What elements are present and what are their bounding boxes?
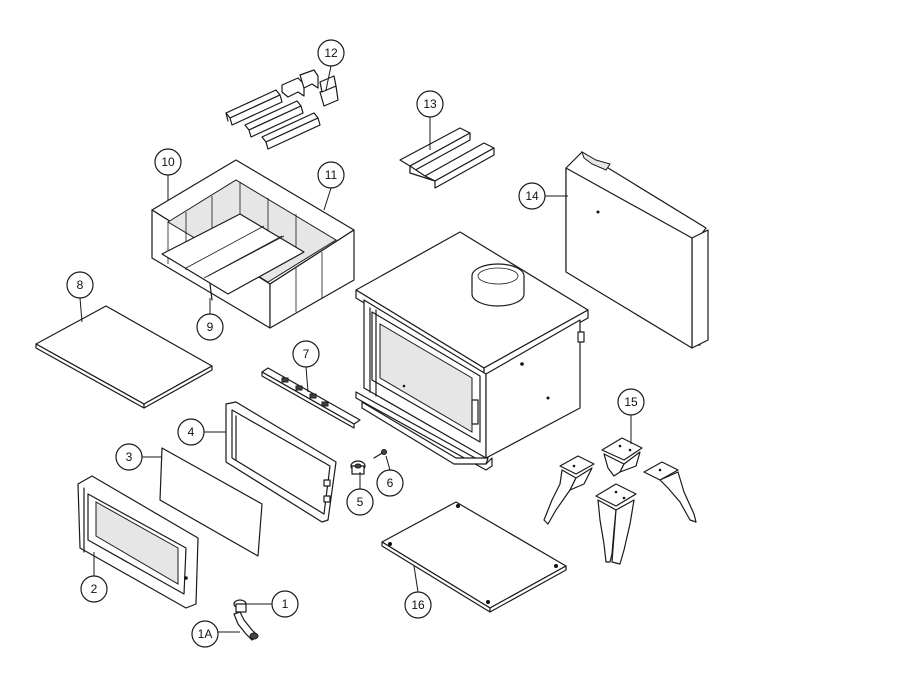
callout-label: 2 — [91, 582, 98, 596]
callout-15: 15 — [617, 388, 645, 416]
callout-label: 15 — [624, 395, 638, 409]
callout-8: 8 — [66, 271, 94, 299]
part-3-glass-panel — [159, 447, 263, 557]
part-8-hearth-plate — [35, 305, 213, 409]
callout-7: 7 — [292, 340, 320, 368]
callout-label: 6 — [387, 476, 394, 490]
part-12-baffle-brackets — [225, 69, 339, 150]
callout-11: 11 — [317, 161, 345, 189]
callout-label: 4 — [188, 425, 195, 439]
callout-4: 4 — [177, 418, 205, 446]
part-4-glass-retainer-frame — [225, 401, 337, 523]
callout-label: 9 — [207, 320, 214, 334]
part-16-bottom-heat-shield — [381, 501, 567, 613]
callout-label: 11 — [325, 168, 338, 182]
callout-9: 9 — [196, 313, 224, 341]
part-2-door — [77, 475, 199, 609]
part-6-pin — [373, 449, 387, 459]
part-5-air-control-knob — [350, 460, 366, 475]
callout-12: 12 — [317, 39, 345, 67]
callout-2: 2 — [80, 575, 108, 603]
callout-label: 5 — [357, 495, 364, 509]
leader-lines — [79, 65, 632, 633]
callout-label: 7 — [303, 347, 310, 361]
stove-body — [355, 231, 589, 471]
callout-14: 14 — [518, 182, 546, 210]
callout-label: 14 — [525, 189, 539, 203]
callout-label: 1 — [282, 597, 289, 611]
part-7-control-bar — [261, 367, 361, 429]
callout-label: 10 — [161, 155, 175, 169]
callout-10: 10 — [154, 148, 182, 176]
callout-label: 8 — [77, 278, 84, 292]
callout-3: 3 — [115, 443, 143, 471]
callout-label: 3 — [126, 450, 133, 464]
callout-13: 13 — [416, 90, 444, 118]
part-1-door-handle — [233, 599, 259, 641]
callout-label: 16 — [411, 598, 425, 612]
part-9-floor-brick — [209, 283, 213, 301]
part-14-rear-heat-shield — [565, 150, 709, 349]
callout-1a: 1A — [191, 620, 219, 648]
callout-1: 1 — [271, 590, 299, 618]
callout-16: 16 — [404, 591, 432, 619]
callout-label: 13 — [423, 97, 437, 111]
part-10-11-firebrick-liner — [151, 159, 355, 329]
part-13-top-channel — [399, 127, 495, 189]
callout-6: 6 — [376, 469, 404, 497]
callout-label: 12 — [324, 46, 338, 60]
callout-label: 1A — [198, 627, 213, 641]
callout-5: 5 — [346, 488, 374, 516]
part-15-legs — [543, 437, 697, 565]
